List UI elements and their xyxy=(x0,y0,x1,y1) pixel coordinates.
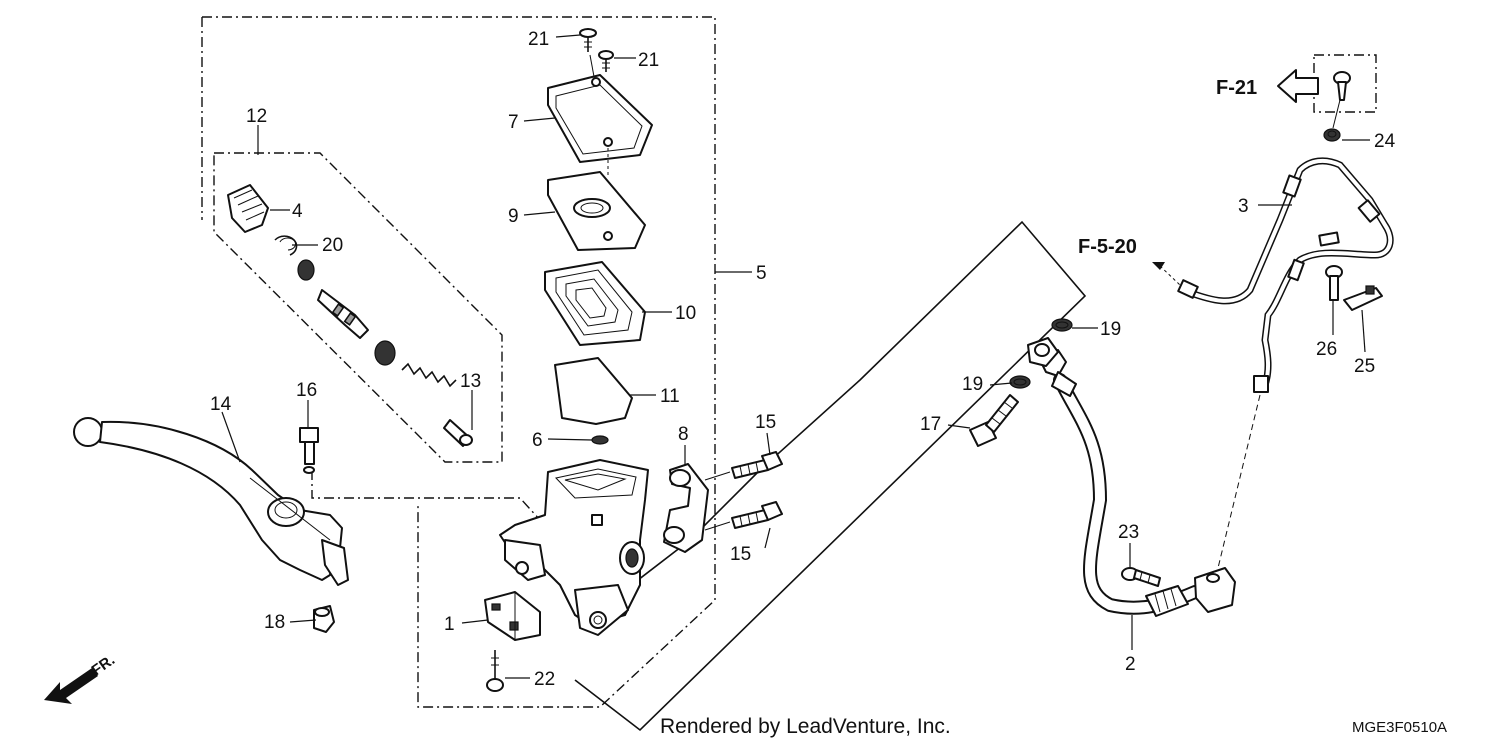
lever-link-line xyxy=(311,470,541,521)
piston-seal xyxy=(297,259,315,281)
leader-lines xyxy=(221,34,1370,679)
part-label-6: 6 xyxy=(532,430,543,451)
clamp-25 xyxy=(1343,285,1383,311)
part-label-25: 25 xyxy=(1354,356,1375,377)
ref-arrow-f520 xyxy=(1152,262,1181,286)
banjo-fitting xyxy=(1027,337,1059,367)
assembly-outline-12 xyxy=(213,152,503,463)
part-label-5: 5 xyxy=(756,263,767,284)
brake-hose-2 xyxy=(1039,349,1236,617)
seal-6 xyxy=(591,435,609,445)
part-label-14: 14 xyxy=(210,394,232,415)
boot-4 xyxy=(227,184,269,233)
part-label-23: 23 xyxy=(1118,522,1139,543)
diaphragm-plate-9 xyxy=(547,171,646,251)
part-label-16: 16 xyxy=(296,380,317,401)
hose-outline xyxy=(574,220,1087,732)
brake-switch-1 xyxy=(484,591,541,641)
bolt-15-lower xyxy=(731,501,783,529)
clamp-24 xyxy=(1323,128,1341,142)
part-label-11: 11 xyxy=(660,386,680,407)
cup xyxy=(374,340,396,366)
part-label-3: 3 xyxy=(1238,196,1249,217)
part-label-21: 21 xyxy=(528,29,549,50)
part-label-8: 8 xyxy=(678,424,689,445)
brake-lever-14 xyxy=(73,417,349,586)
part-label-15: 15 xyxy=(755,412,776,433)
reference-f520: F-5-20 xyxy=(1078,236,1137,258)
credit-text: Rendered by LeadVenture, Inc. xyxy=(660,715,951,738)
part-label-18: 18 xyxy=(264,612,285,633)
part-label-10: 10 xyxy=(675,303,696,324)
washer-19-upper xyxy=(1051,318,1073,332)
part-label-15: 15 xyxy=(730,544,751,565)
ref-arrow-f21 xyxy=(1277,69,1319,103)
part-label-19: 19 xyxy=(962,374,983,395)
diaphragm-10 xyxy=(544,261,646,346)
washer-19-lower xyxy=(1009,375,1031,389)
screw-21-right xyxy=(598,50,614,72)
banjo-bolt-17 xyxy=(969,394,1019,447)
plate-11 xyxy=(554,357,633,425)
part-label-9: 9 xyxy=(508,206,519,227)
reference-f21: F-21 xyxy=(1216,77,1257,99)
diagram-code: MGE3F0510A xyxy=(1352,719,1447,736)
master-cylinder-body xyxy=(499,459,649,636)
part-label-26: 26 xyxy=(1316,339,1337,360)
part-label-22: 22 xyxy=(534,669,555,690)
part-label-2: 2 xyxy=(1125,654,1136,675)
part-label-20: 20 xyxy=(322,235,343,256)
part-label-1: 1 xyxy=(444,614,455,635)
assembly-outline-5 xyxy=(201,16,716,708)
cap-screw xyxy=(1333,71,1351,101)
part-label-19: 19 xyxy=(1100,319,1121,340)
spring xyxy=(401,362,457,388)
reservoir-cap-7 xyxy=(547,74,653,163)
screw-22 xyxy=(486,650,504,692)
holder-8 xyxy=(663,463,709,553)
screw-21-left xyxy=(579,28,597,52)
bolt-15-upper xyxy=(731,451,783,479)
piston xyxy=(317,289,369,339)
front-direction-arrow xyxy=(44,668,98,704)
part-label-13: 13 xyxy=(460,371,481,392)
part-label-12: 12 xyxy=(246,106,267,127)
nut-18 xyxy=(313,605,335,633)
circlip-20 xyxy=(274,235,298,256)
push-rod-13 xyxy=(443,419,473,447)
part-label-7: 7 xyxy=(508,112,519,133)
part-label-21: 21 xyxy=(638,50,659,71)
part-label-4: 4 xyxy=(292,201,303,222)
brake-pipe-3 xyxy=(1177,157,1394,393)
bolt-23 xyxy=(1121,567,1161,587)
part-label-24: 24 xyxy=(1374,131,1396,152)
bolt-26 xyxy=(1325,265,1343,301)
pivot-bolt-16 xyxy=(299,427,319,474)
part-label-17: 17 xyxy=(920,414,941,435)
